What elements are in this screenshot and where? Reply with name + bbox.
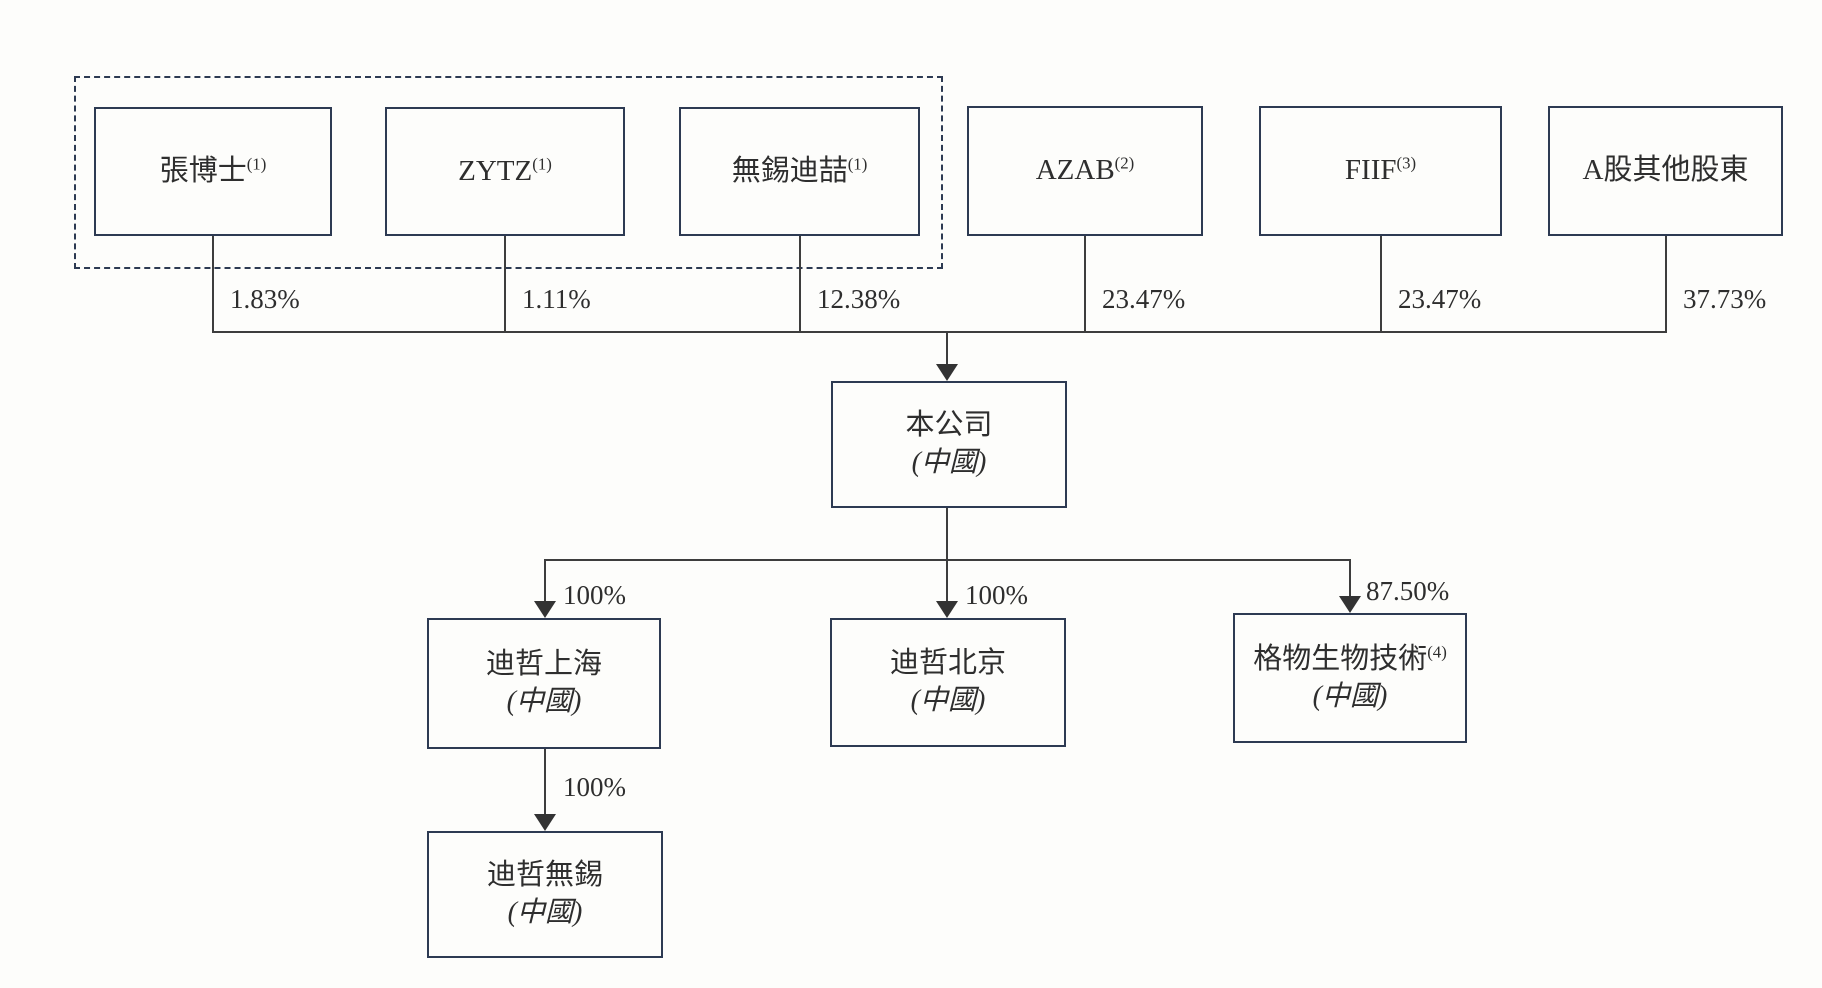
ownership-pct-dizhe-beijing: 100% [965,580,1028,610]
connector-line [799,236,801,331]
footnote-marker: (1) [246,154,267,173]
ownership-pct-fiif: 23.47% [1398,284,1482,314]
grandchild-box-dizhe-wuxi: 迪哲無錫 (中國) [427,831,663,958]
footnote-marker: (2) [1114,153,1135,173]
shareholder-label: 張博士(1) [159,154,267,187]
ownership-pct-azab: 23.47% [1102,284,1186,314]
ownership-pct-zhang: 1.83% [230,284,300,314]
arrow-down-icon [936,364,958,381]
footnote-marker: (3) [1396,153,1417,173]
ownership-pct-gewu: 87.50% [1366,576,1450,606]
shareholder-label: FIIF(3) [1344,153,1417,187]
subsidiary-box-dizhe-shanghai: 迪哲上海 (中國) [427,618,661,749]
subsidiary-country: (中國) [910,685,986,717]
connector-line [1349,559,1351,596]
footnote-marker: (4) [1427,642,1447,662]
connector-bus-subsidiaries [545,559,1351,561]
shareholder-label: AZAB(2) [1035,153,1135,187]
ownership-pct-zytz: 1.11% [522,284,591,314]
arrow-down-icon [1339,596,1361,613]
ownership-pct-wuxi-dizhe: 12.38% [817,284,901,314]
arrow-down-icon [936,601,958,618]
arrow-down-icon [534,814,556,831]
footnote-marker: (1) [847,154,868,173]
ownership-pct-dizhe-shanghai: 100% [563,580,626,610]
shareholder-label: A股其他股東 [1582,154,1749,187]
concert-party-dashed-group [74,76,943,269]
subsidiary-country: (中國) [506,686,582,718]
connector-line [544,749,546,814]
arrow-down-icon [534,601,556,618]
connector-line [1380,236,1382,331]
connector-line [946,331,948,365]
shareholder-box-zhang: 張博士(1) [94,107,332,236]
ownership-pct-dizhe-wuxi: 100% [563,772,626,802]
grandchild-label: 迪哲無錫 [486,859,603,892]
shareholder-box-zytz: ZYTZ(1) [385,107,625,236]
subsidiary-box-gewu: 格物生物技術(4) (中國) [1233,613,1467,743]
connector-line [212,236,214,331]
footnote-marker: (1) [532,154,552,173]
connector-line [1665,236,1667,331]
shareholder-box-a-share-others: A股其他股東 [1548,106,1783,236]
company-box: 本公司 (中國) [831,381,1067,508]
shareholder-box-azab: AZAB(2) [967,106,1203,236]
shareholder-label: ZYTZ(1) [458,154,552,187]
connector-line [544,559,546,601]
ownership-pct-a-share-others: 37.73% [1683,284,1767,314]
connector-line [946,559,948,601]
shareholder-box-wuxi-dizhe: 無錫迪喆(1) [679,107,920,236]
company-label: 本公司 [905,409,993,442]
connector-line [1084,236,1086,331]
subsidiary-label: 迪哲上海 [485,648,602,681]
company-country: (中國) [911,447,987,479]
subsidiary-box-dizhe-beijing: 迪哲北京 (中國) [830,618,1066,747]
grandchild-country: (中國) [507,897,583,929]
shareholder-label: 無錫迪喆(1) [731,154,868,187]
subsidiary-label: 迪哲北京 [889,647,1006,680]
connector-line [504,236,506,331]
shareholder-box-fiif: FIIF(3) [1259,106,1502,236]
subsidiary-label: 格物生物技術(4) [1253,642,1447,675]
connector-bus-top [212,331,1667,333]
subsidiary-country: (中國) [1312,680,1388,712]
connector-line [946,508,948,559]
